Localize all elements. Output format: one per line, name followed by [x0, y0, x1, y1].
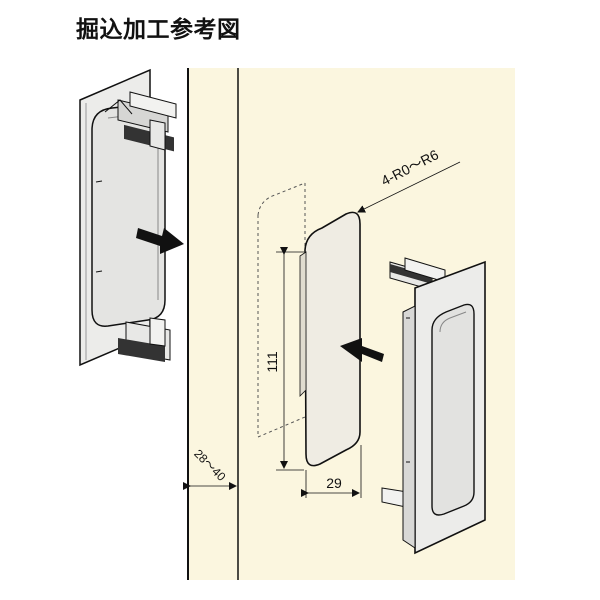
bottom-spring-clip [118, 317, 171, 362]
pull-rear-view [79, 68, 177, 367]
pull-front-view [381, 257, 486, 555]
height-dimension: 111 [264, 247, 304, 471]
mortise-opening [299, 211, 361, 467]
top-spring-clip [104, 91, 177, 152]
width-dimension-label: 29 [326, 475, 342, 491]
diagram-title: 掘込加工参考図 [76, 17, 241, 43]
width-dimension: 29 [301, 445, 362, 498]
height-dimension-label: 111 [264, 351, 280, 372]
insert-arrow-left [136, 228, 184, 254]
insert-arrow-right [340, 338, 384, 362]
